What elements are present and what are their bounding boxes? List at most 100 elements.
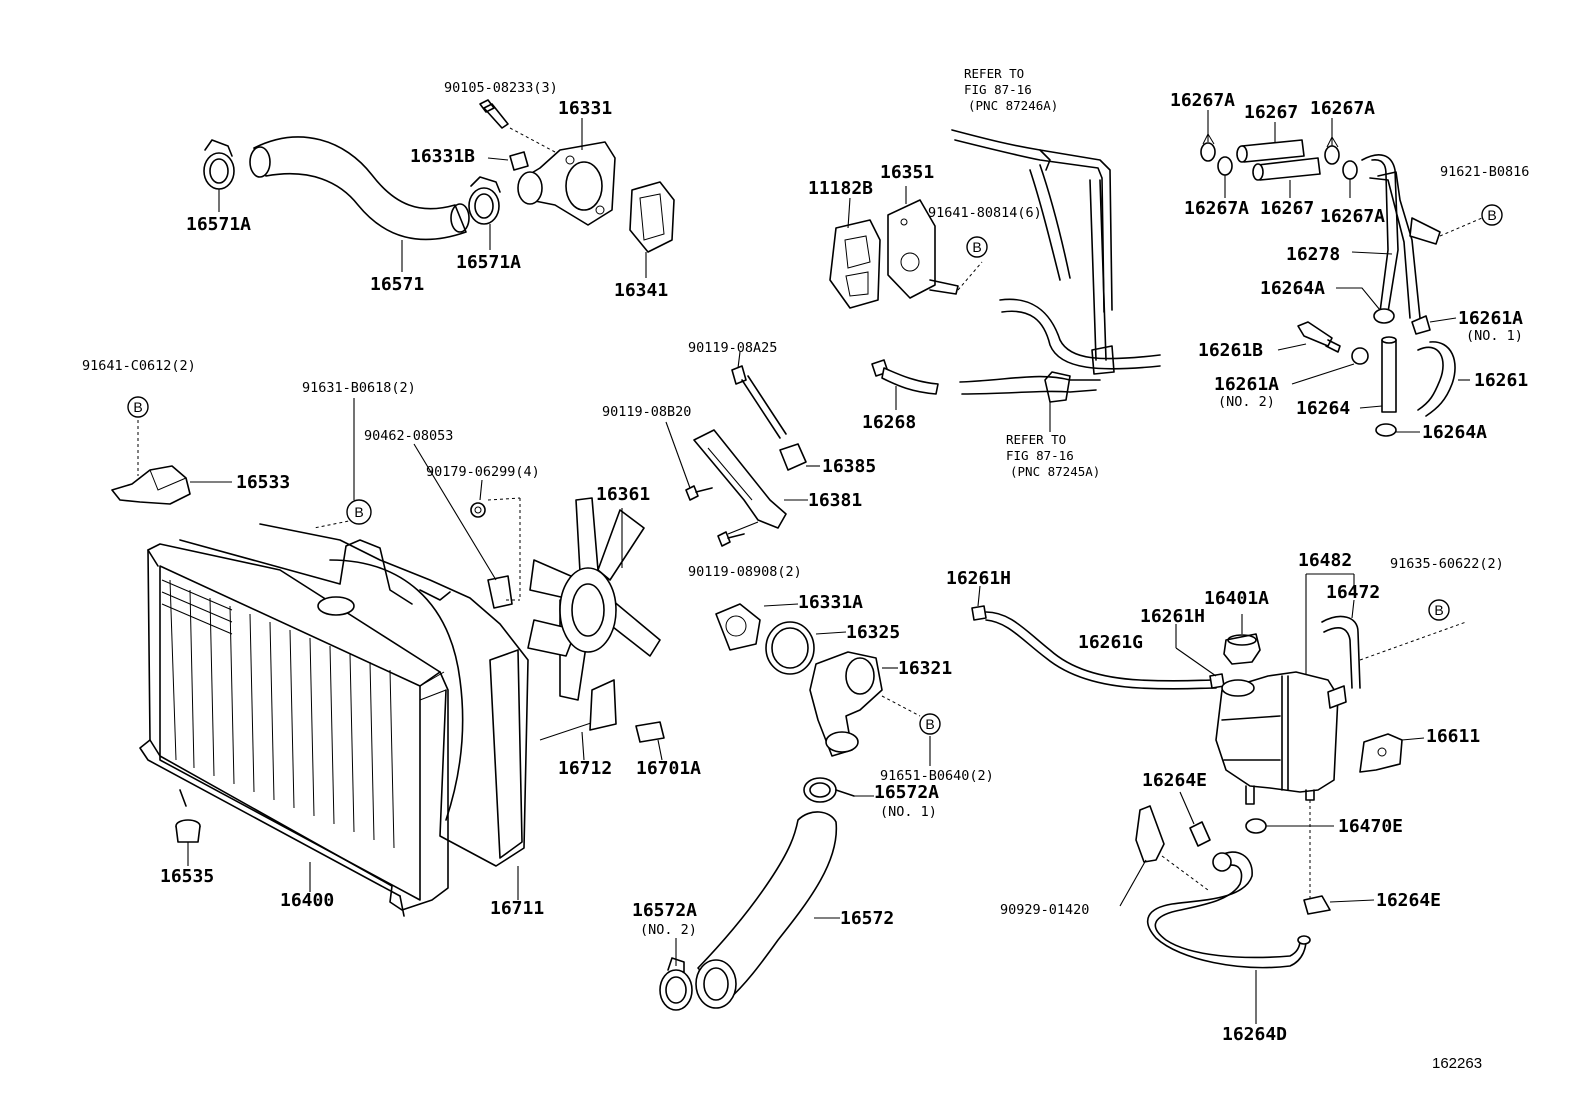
label-16325: 16325 xyxy=(846,622,900,643)
ref-marker-b-inlet: B xyxy=(919,713,941,735)
bracket-16611 xyxy=(1359,733,1403,773)
fan-shroud-16711 xyxy=(259,523,529,867)
clamp-16572A-no2 xyxy=(659,957,693,1011)
label-16264E-2: 16264E xyxy=(1376,890,1441,911)
svg-text:B: B xyxy=(354,504,363,520)
diagram-number: 162263 xyxy=(1432,1055,1482,1072)
label-16572A-2: 16572A xyxy=(632,900,697,921)
union-16268 xyxy=(871,359,939,395)
label-16351: 16351 xyxy=(880,162,934,183)
clip-90462-08053 xyxy=(487,575,513,609)
ref-marker-b-radiator: B xyxy=(346,499,372,525)
hose-16472 xyxy=(1321,615,1361,689)
label-16261: 16261 xyxy=(1474,370,1528,391)
label-16571A-right: 16571A xyxy=(456,252,521,273)
label-16264: 16264 xyxy=(1296,398,1350,419)
label-16267A-2: 16267A xyxy=(1310,98,1375,119)
label-16278: 16278 xyxy=(1286,244,1340,265)
label-16572: 16572 xyxy=(840,908,894,929)
plug-16331B xyxy=(509,151,529,171)
bypass-pipe-upper xyxy=(951,129,1113,361)
label-16470E: 16470E xyxy=(1338,816,1403,837)
label-16361: 16361 xyxy=(596,484,650,505)
support-16533 xyxy=(111,465,191,505)
label-16261A-1: 16261A xyxy=(1458,308,1523,329)
bolt-90105-08233 xyxy=(479,99,509,129)
svg-text:B: B xyxy=(1487,207,1496,223)
label-16261A-1-note: (NO. 1) xyxy=(1466,328,1523,344)
ref-marker-b-support: B xyxy=(127,396,149,418)
label-91641-80814: 91641-80814(6) xyxy=(928,205,1042,221)
clamp-16572A-no1 xyxy=(803,777,855,803)
thermostat-16331A xyxy=(715,603,761,651)
ref-marker-b-water-inlet: B xyxy=(966,236,988,258)
svg-text:FIG 87-16: FIG 87-16 xyxy=(1006,448,1074,463)
svg-text:REFER TO: REFER TO xyxy=(964,66,1024,81)
label-91621-B0816: 91621-B0816 xyxy=(1440,164,1529,180)
hose-clamp-16264E-upper xyxy=(1189,821,1211,847)
label-16711: 16711 xyxy=(490,898,544,919)
water-inlet-housing-16351 xyxy=(887,199,959,299)
label-16268: 16268 xyxy=(862,412,916,433)
bracket-16381 xyxy=(693,429,787,529)
label-16572A-1-note: (NO. 1) xyxy=(880,804,937,820)
nut-90179-06299 xyxy=(470,502,486,518)
label-16264A-2: 16264A xyxy=(1422,422,1487,443)
label-16701A: 16701A xyxy=(636,758,701,779)
hose-16261G xyxy=(985,611,1217,690)
label-16261A-2-note: (NO. 2) xyxy=(1218,394,1275,410)
bypass-pipe-lower xyxy=(959,298,1161,403)
gasket-16325 xyxy=(765,621,815,675)
ref-marker-b-tank: B xyxy=(1428,599,1450,621)
hose-16267-upper xyxy=(1236,139,1305,163)
label-16571: 16571 xyxy=(370,274,424,295)
label-16712: 16712 xyxy=(558,758,612,779)
svg-text:FIG 87-16: FIG 87-16 xyxy=(964,82,1032,97)
label-90119-08B20: 90119-08B20 xyxy=(602,404,691,420)
svg-text:REFER TO: REFER TO xyxy=(1006,432,1066,447)
label-16331: 16331 xyxy=(558,98,612,119)
label-16261A-2: 16261A xyxy=(1214,374,1279,395)
label-91631-B0618: 91631-B0618(2) xyxy=(302,380,416,396)
radiator-outlet-hose-16572 xyxy=(695,811,838,1009)
clamp-16264E-lower xyxy=(1303,895,1331,915)
label-16321: 16321 xyxy=(898,658,952,679)
label-16400: 16400 xyxy=(280,890,334,911)
label-16611: 16611 xyxy=(1426,726,1480,747)
bolt-90119-08A25 xyxy=(731,365,787,439)
label-90462-08053: 90462-08053 xyxy=(364,428,453,444)
label-90929-01420: 90929-01420 xyxy=(1000,902,1089,918)
drain-cock-16535 xyxy=(175,819,201,843)
gasket-16341 xyxy=(629,181,675,253)
label-90179-06299: 90179-06299(4) xyxy=(426,464,540,480)
label-16472: 16472 xyxy=(1326,582,1380,603)
refer-note-top: REFER TO FIG 87-16 (PNC 87246A) xyxy=(964,66,1058,113)
svg-text:(PNC 87246A): (PNC 87246A) xyxy=(968,98,1058,113)
label-16267A-4: 16267A xyxy=(1320,206,1385,227)
clamp-16571A-right xyxy=(468,176,501,225)
svg-text:B: B xyxy=(925,716,934,732)
clamp-16261A-no2 xyxy=(1351,347,1369,365)
svg-text:B: B xyxy=(133,399,142,415)
fan-16361 xyxy=(527,497,661,741)
label-16533: 16533 xyxy=(236,472,290,493)
pipe-16278 xyxy=(1361,154,1441,319)
label-16381: 16381 xyxy=(808,490,862,511)
label-91651-B0640: 91651-B0640(2) xyxy=(880,768,994,784)
svg-text:B: B xyxy=(972,239,981,255)
union-16261A-no1 xyxy=(1411,315,1431,335)
coupling-cover-16712 xyxy=(589,679,617,731)
label-16267A-1: 16267A xyxy=(1170,90,1235,111)
reserve-tank-16470 xyxy=(1215,671,1347,805)
radiator-16400 xyxy=(139,539,449,917)
bracket-90929-01420 xyxy=(1135,805,1165,863)
label-16341: 16341 xyxy=(614,280,668,301)
label-90119-08A25: 90119-08A25 xyxy=(688,340,777,356)
cap-16401A xyxy=(1223,633,1261,665)
svg-text:B: B xyxy=(1434,602,1443,618)
bolt-90119-08908 xyxy=(717,531,745,547)
label-16572A-2-note: (NO. 2) xyxy=(640,922,697,938)
label-16261H-2: 16261H xyxy=(1140,606,1205,627)
label-16267-2: 16267 xyxy=(1260,198,1314,219)
label-16535: 16535 xyxy=(160,866,214,887)
